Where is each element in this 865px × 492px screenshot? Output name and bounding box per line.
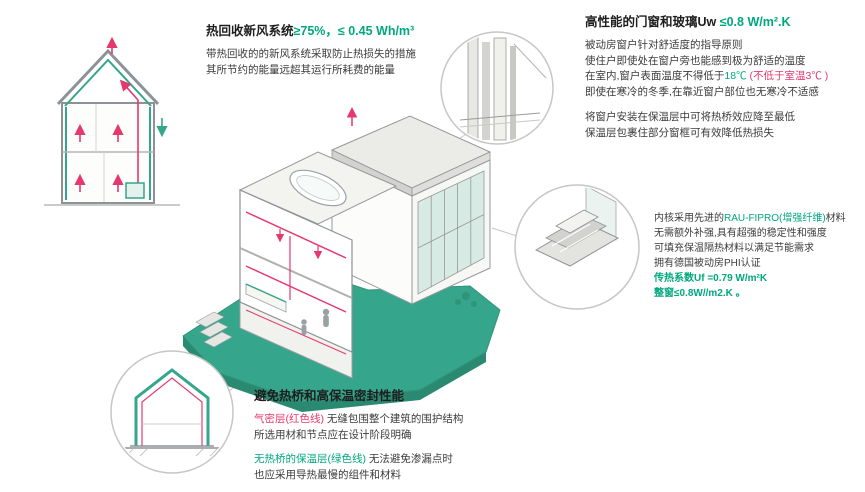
windows-line-4: 即使在寒冷的冬季,在靠近窗户部位也无寒冷不适感 (585, 86, 819, 98)
windows-line-3-note: (不低于室温3℃ ) (746, 70, 829, 83)
heat-exchanger-unit (125, 182, 145, 199)
windows-line-3: 在室内,窗户表面温度不得低于18℃ (不低于室温3℃ ) (585, 69, 861, 85)
windows-line-5: 将窗户安装在保温层中可将热桥效应降至最低 (585, 110, 795, 123)
profile-line-1-c: 材料 (825, 213, 846, 224)
profile-uw-value: 整窗≤0.8W//m2.K 。 (654, 288, 746, 299)
windows-line-1: 被动房窗户针对舒适度的指导原则 (585, 38, 743, 51)
windows-line-3-temp: 18℃ (724, 70, 747, 83)
cross-section-house-illustration (44, 36, 180, 206)
profile-line-1-material: RAU-FIPRO(增强纤维) (724, 213, 826, 224)
heat-recovery-line-1: 带热回收的的新风系统采取防止热损失的措施 (206, 47, 416, 60)
spacer (585, 101, 861, 110)
window-profile-detail-circle (514, 184, 640, 310)
thermal-line-2: 所选用材和节点应在设计阶段明确 (254, 428, 412, 441)
exhaust-duct-line (119, 79, 139, 197)
heat-recovery-title-value: ≥75%，≤ 0.45 Wh/m³ (293, 24, 415, 38)
main-house-illustration (182, 107, 501, 412)
insulation-layer-line (134, 368, 210, 446)
thermal-line-1: 气密层(红色线) 无缝包围整个建筑的围护结构 (254, 412, 492, 428)
profile-line-2: 无需额外补强,具有超强的稳定性和强度 (654, 228, 827, 239)
plants (289, 292, 477, 403)
occupant-figures (301, 308, 330, 335)
windows-title-value: ≤0.8 W/m².K (719, 15, 791, 29)
thermal-line-4: 也应采用导热最慢的组件和材料 (254, 469, 401, 481)
windows-line-2: 使住户即使处在窗户旁也能感到极为舒适的温度 (585, 54, 806, 67)
windows-text-block: 高性能的门窗和玻璃Uw ≤0.8 W/m².K 被动房窗户针对舒适度的指导原则 … (585, 13, 861, 141)
airtight-insulation-detail-circle (110, 350, 234, 474)
heat-recovery-title-label: 热回收新风系统 (206, 24, 294, 38)
thermal-line-3: 无热桥的保温层(绿色线) 无法避免渗漏点时 (254, 452, 492, 468)
profile-line-3: 可填充保温隔热材料以满足节能需求 (654, 243, 814, 254)
profile-text-block: 内核采用先进的RAU-FIPRO(增强纤维)材料 无需额外补强,具有超强的稳定性… (654, 211, 864, 301)
airtight-layer-label: 气密层(红色线) (254, 412, 324, 425)
thermal-line-1-text: 无缝包围整个建筑的围护结构 (324, 412, 464, 425)
thermal-bridge-title: 避免热桥和高保温密封性能 (254, 389, 405, 403)
windows-line-6: 保温层包裹住部分窗框可有效降低热损失 (585, 126, 774, 139)
profile-uf-value: 传热系数Uf =0.79 W/m²K (654, 273, 768, 284)
bathtub (289, 169, 347, 207)
thermal-bridge-text-block: 避免热桥和高保温密封性能 气密层(红色线) 无缝包围整个建筑的围护结构 所选用材… (254, 387, 492, 492)
windows-line-3-text: 在室内,窗户表面温度不得低于 (585, 70, 725, 83)
window-corner-detail-circle (440, 31, 554, 145)
spacer (254, 443, 492, 452)
red-duct-network (245, 211, 347, 313)
windows-title: 高性能的门窗和玻璃Uw ≤0.8 W/m².K (585, 13, 861, 32)
profile-line-1: 内核采用先进的RAU-FIPRO(增强纤维)材料 (654, 211, 864, 226)
airtight-layer-line (141, 377, 203, 446)
heat-recovery-line-2: 其所节约的能量远超其运行所耗费的能量 (206, 63, 395, 76)
windows-title-label: 高性能的门窗和玻璃Uw (585, 15, 720, 29)
insulation-layer-label: 无热桥的保温层(绿色线) (254, 453, 366, 466)
heat-recovery-title: 热回收新风系统≥75%，≤ 0.45 Wh/m³ (206, 22, 476, 41)
profile-line-4: 拥有德国被动房PHI认证 (654, 258, 761, 269)
profile-line-1-a: 内核采用先进的 (654, 213, 724, 224)
garden-steps (195, 311, 233, 348)
thermal-line-3-text: 无法避免渗漏点时 (366, 453, 453, 466)
heat-recovery-text-block: 热回收新风系统≥75%，≤ 0.45 Wh/m³ 带热回收的的新风系统采取防止热… (206, 22, 476, 78)
